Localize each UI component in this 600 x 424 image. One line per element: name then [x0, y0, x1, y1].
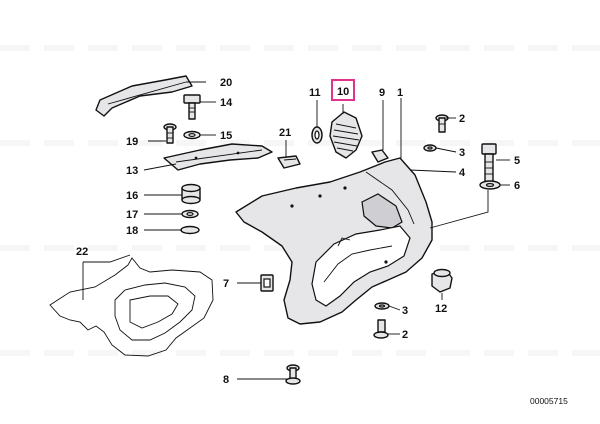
callout-19: 19: [126, 136, 138, 148]
part-9-clip: [371, 149, 389, 163]
callout-14: 14: [220, 97, 233, 109]
callout-15: 15: [220, 130, 232, 142]
part-3-washer-lower: [374, 302, 390, 310]
part-8-screw: [285, 364, 301, 385]
callout-16: 16: [126, 190, 138, 202]
part-13-bracket: [163, 143, 273, 171]
part-11-grommet: [311, 126, 323, 144]
part-10-grille: [329, 111, 363, 159]
part-1-trim-panel: [235, 157, 433, 325]
watermark-band: [0, 140, 600, 146]
part-5-bolt: [481, 143, 497, 183]
callout-21: 21: [279, 127, 291, 139]
watermark-band: [0, 350, 600, 356]
callout-4: 4: [459, 167, 466, 179]
part-2-bolt-upper: [435, 114, 449, 133]
reference-number: 00005715: [530, 396, 568, 406]
callout-9: 9: [379, 87, 385, 99]
leader-lines: [82, 81, 510, 380]
part-2-bolt-lower: [373, 319, 389, 339]
callout-12: 12: [435, 303, 447, 315]
callout-17: 17: [126, 209, 138, 221]
callout-3-lower: 3: [402, 305, 408, 317]
callout-3-upper: 3: [459, 147, 465, 159]
part-6-washer: [479, 180, 501, 190]
highlight-box: [331, 79, 355, 101]
part-3-washer-upper: [423, 144, 437, 152]
callout-6: 6: [514, 180, 520, 192]
watermark-band: [0, 45, 600, 51]
callout-20: 20: [220, 77, 232, 89]
part-17-washer: [181, 209, 199, 219]
callout-11: 11: [309, 87, 321, 99]
part-14-bolt: [183, 94, 201, 120]
callout-22: 22: [76, 246, 88, 258]
callout-18: 18: [126, 225, 138, 237]
part-16-bushing: [181, 183, 201, 205]
callout-7: 7: [223, 278, 229, 290]
part-18-ring: [180, 225, 200, 235]
callout-8: 8: [223, 374, 229, 386]
callout-5: 5: [514, 155, 520, 167]
callout-1: 1: [397, 87, 403, 99]
callout-13: 13: [126, 165, 138, 177]
part-20-rail: [95, 75, 193, 117]
part-15-washer: [183, 130, 201, 140]
part-21-clip: [277, 155, 301, 169]
part-12-plug: [431, 268, 453, 293]
part-19-screw: [163, 123, 177, 144]
callout-2-lower: 2: [402, 329, 408, 341]
callout-10: 10: [337, 86, 349, 98]
callout-labels: 20 14 19 15 13 21 16 17 18 22 7 8 11 9 1…: [76, 77, 520, 386]
part-22-silhouette: [49, 257, 214, 357]
part-7-nut-clip: [260, 274, 274, 292]
callout-2-upper: 2: [459, 113, 465, 125]
